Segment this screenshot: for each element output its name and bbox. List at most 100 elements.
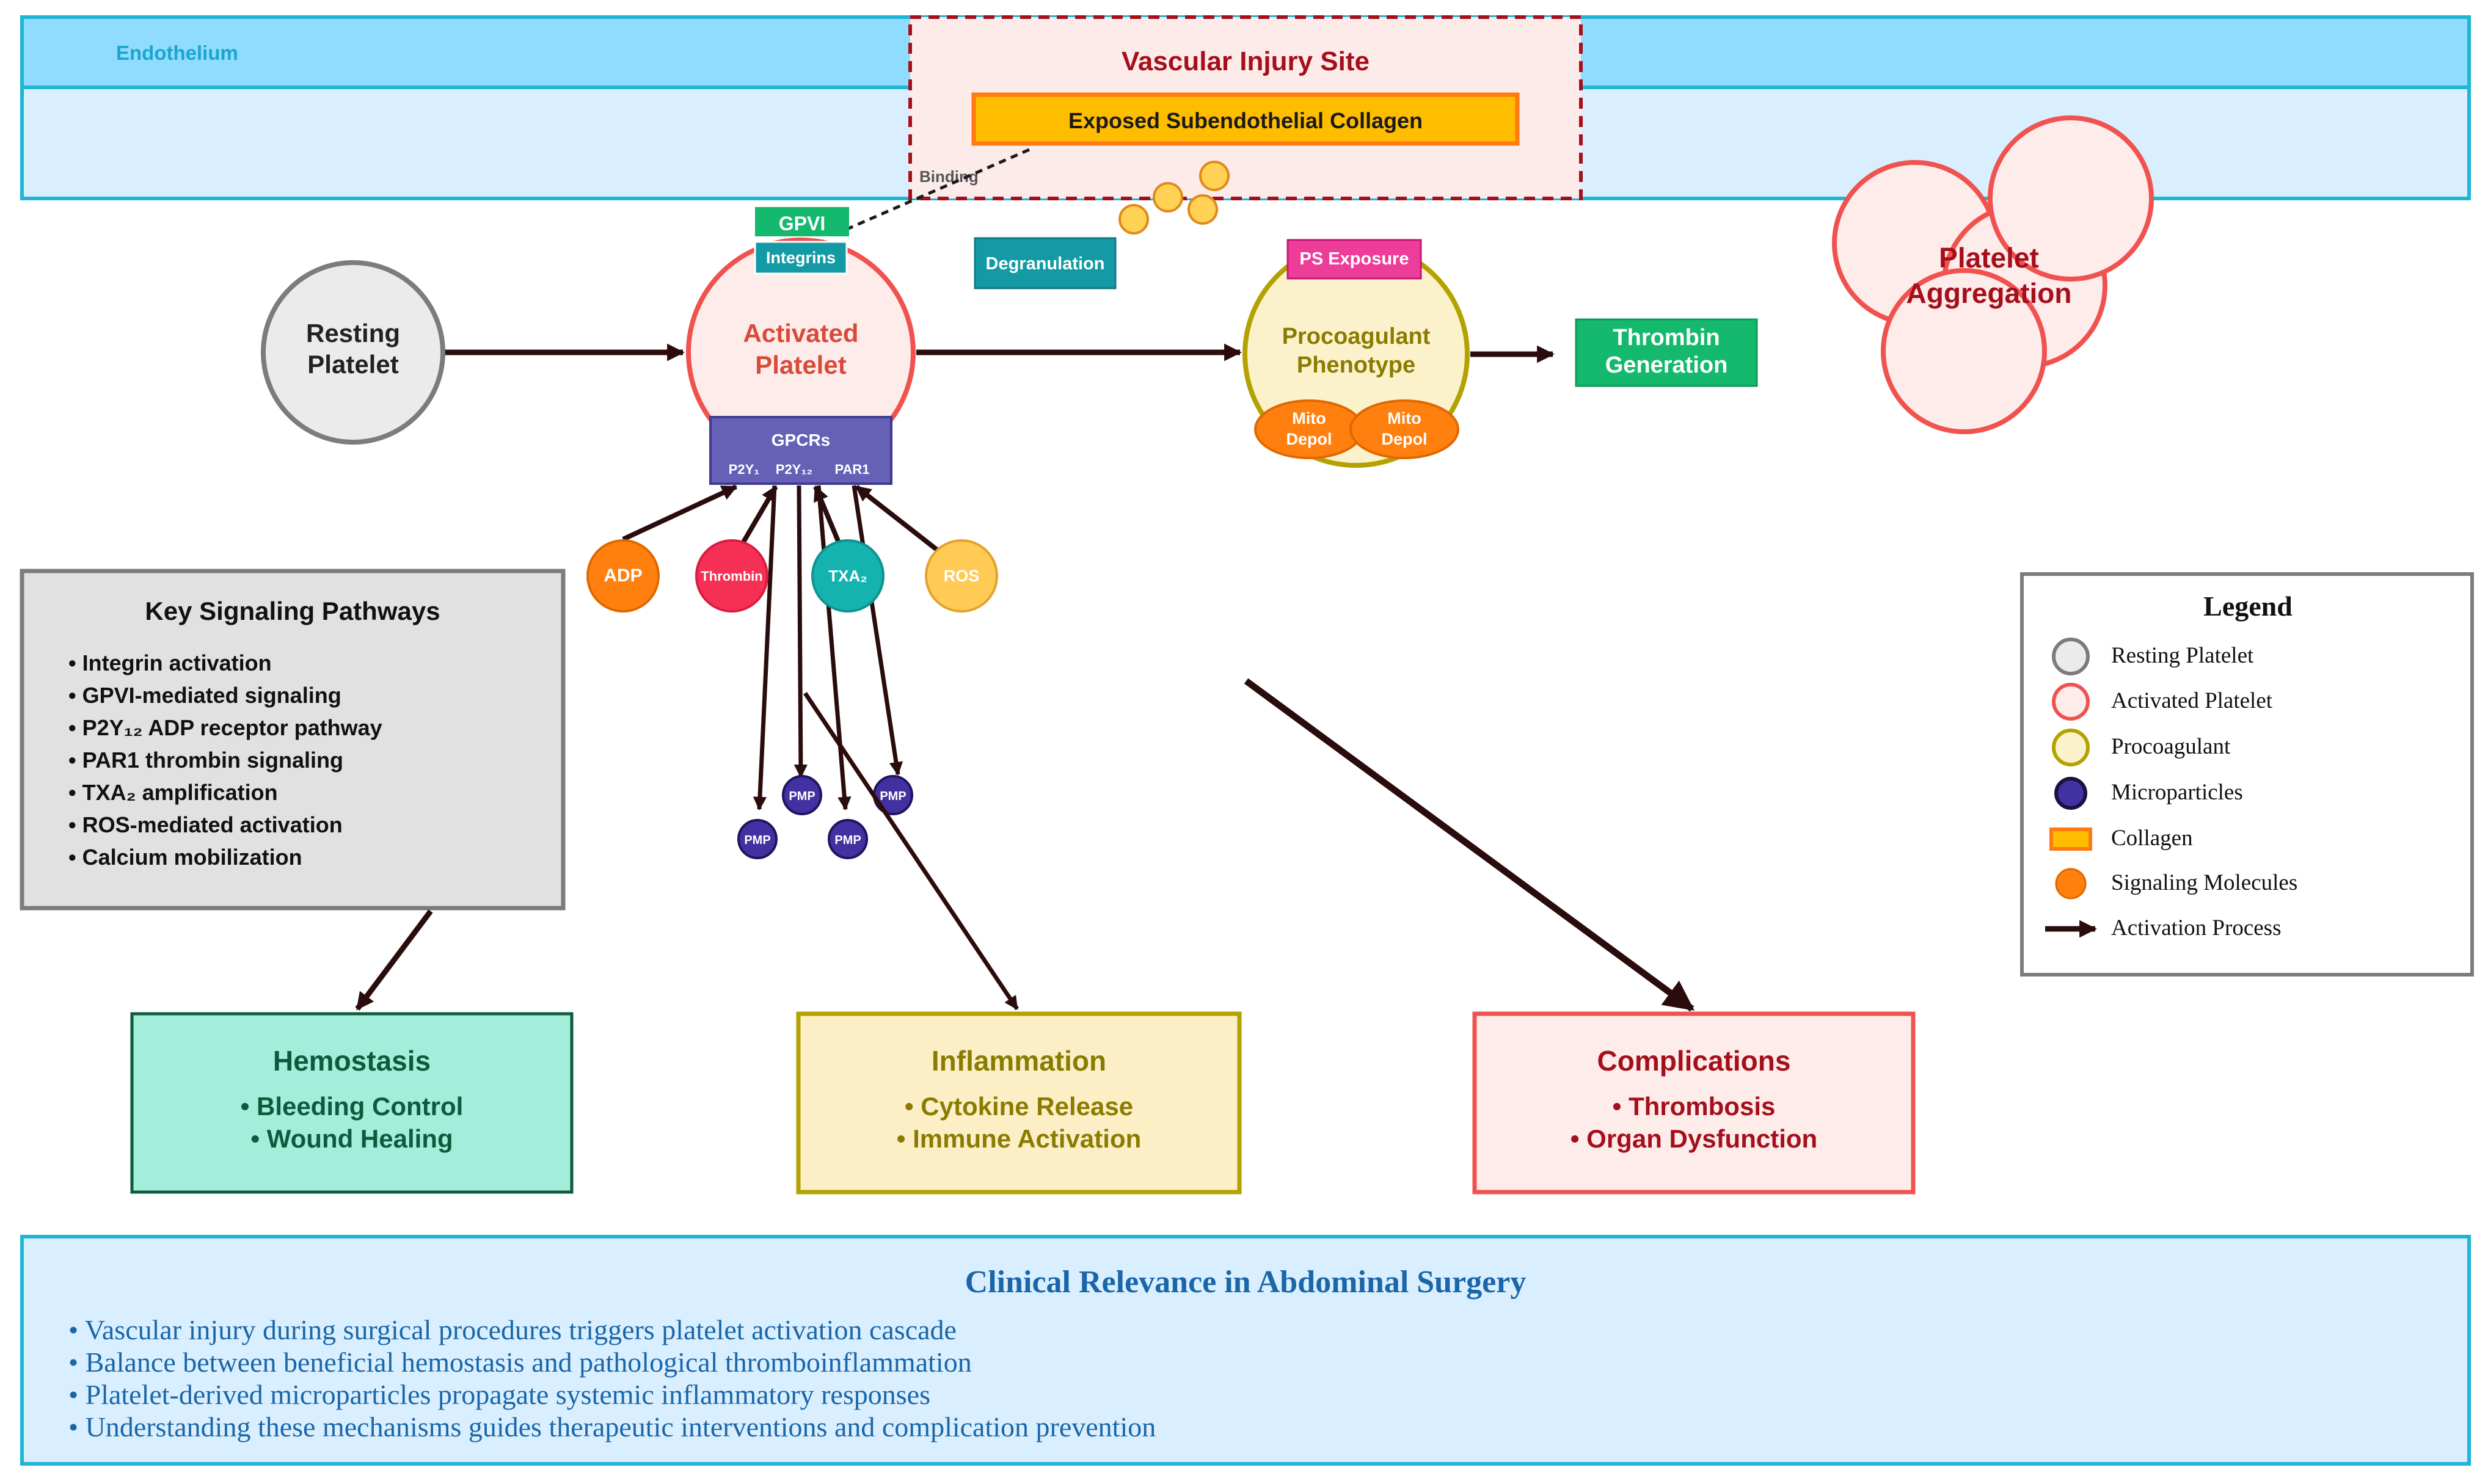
microparticle: PMP: [782, 775, 822, 815]
collagen-bar: [971, 92, 1520, 146]
pmp-label: PMP: [789, 790, 815, 803]
inflammation-title: Inflammation: [932, 1045, 1106, 1077]
hemostasis-item: • Wound Healing: [250, 1124, 453, 1153]
gpvi-receptor: GPVI: [755, 207, 849, 236]
mito-label-2: Depol: [1381, 430, 1427, 448]
thrombin-gen-label-1: Thrombin: [1613, 325, 1720, 351]
legend-item: Activation Process: [2111, 915, 2281, 940]
inflammation-box: Inflammation • Cytokine Release • Immune…: [796, 1011, 1242, 1195]
signal-ros-label: ROS: [944, 567, 980, 585]
legend-item: Activated Platelet: [2111, 688, 2273, 713]
legend-item: Collagen: [2111, 826, 2193, 851]
signal-arrows: [622, 484, 943, 564]
complications-item: • Thrombosis: [1613, 1092, 1776, 1121]
hemostasis-title: Hemostasis: [273, 1045, 431, 1077]
signal-thrombin-label: Thrombin: [701, 569, 762, 584]
thrombin-gen-label-2: Generation: [1605, 352, 1728, 378]
legend-item: Microparticles: [2111, 780, 2243, 805]
legend: Legend Resting Platelet Activated Platel…: [2020, 572, 2474, 977]
hemostasis-item: • Bleeding Control: [241, 1092, 464, 1121]
legend-item: Signaling Molecules: [2111, 870, 2297, 895]
gpcr-par1: PAR1: [834, 462, 869, 477]
mito-label-1: Mito: [1292, 409, 1326, 427]
signal-txa2: TXA₂: [811, 539, 885, 613]
granule: [1187, 194, 1218, 225]
pathways-title: Key Signaling Pathways: [145, 597, 440, 625]
degranulation-box: Degranulation: [974, 237, 1117, 289]
arrow-pmp-3: [816, 485, 852, 811]
signal-adp-label: ADP: [604, 566, 642, 586]
pathway-item: • TXA₂ amplification: [68, 780, 278, 805]
resting-label-2: Platelet: [307, 350, 398, 379]
arrow-pmp-1: [753, 485, 777, 811]
legend-item: Resting Platelet: [2111, 643, 2254, 668]
endothelium-label: Endothelium: [116, 42, 238, 64]
procoagulant-label-2: Phenotype: [1297, 352, 1415, 378]
binding-line: [842, 148, 1030, 233]
complications-box: Complications • Thrombosis • Organ Dysfu…: [1472, 1011, 1916, 1195]
arrow-ros: [855, 484, 943, 555]
microparticle: PMP: [828, 819, 868, 859]
arrow-pmp-4: [852, 485, 903, 776]
inflammation-item: • Immune Activation: [897, 1124, 1142, 1153]
pathway-item: • P2Y₁₂ ADP receptor pathway: [68, 715, 382, 740]
complications-item: • Organ Dysfunction: [1571, 1124, 1817, 1153]
mito-depol-left: Mito Depol: [1254, 399, 1364, 459]
ps-exposure-label: PS Exposure: [1300, 249, 1409, 269]
activated-label-2: Platelet: [755, 351, 846, 379]
collagen-label: Exposed Subendothelial Collagen: [1068, 108, 1423, 133]
legend-procoagulant-icon: [2052, 729, 2090, 766]
thrombin-generation-box: Thrombin Generation: [1575, 318, 1758, 387]
degranulation-label: Degranulation: [986, 254, 1105, 274]
pmp-label: PMP: [744, 834, 770, 847]
arrow-to-hemostasis: [355, 909, 433, 1011]
pathways-panel: Key Signaling Pathways • Integrin activa…: [20, 569, 566, 911]
legend-item: Procoagulant: [2111, 734, 2231, 759]
resting-platelet: Resting Platelet: [261, 260, 445, 445]
granules: [1118, 161, 1230, 235]
activated-platelet: Activated Platelet: [686, 238, 916, 467]
pathway-item: • PAR1 thrombin signaling: [68, 747, 343, 773]
hemostasis-box: Hemostasis • Bleeding Control • Wound He…: [130, 1012, 574, 1194]
aggregation-label-1: Platelet: [1939, 242, 2039, 274]
arrow-pmp-2: [793, 485, 808, 779]
signal-ros: ROS: [925, 539, 998, 613]
microparticle: PMP: [737, 819, 778, 859]
clinical-item: • Platelet-derived microparticles propag…: [68, 1379, 930, 1410]
clinical-item: • Vascular injury during surgical proced…: [68, 1314, 957, 1345]
platelet-aggregation: Platelet Aggregation: [1832, 115, 2154, 434]
gpvi-label: GPVI: [779, 213, 825, 235]
signal-txa2-label: TXA₂: [828, 567, 867, 585]
injury-site: Vascular Injury Site Exposed Subendothel…: [908, 15, 1583, 200]
pmp-label: PMP: [834, 834, 861, 847]
procoagulant-label-1: Procoagulant: [1282, 324, 1431, 349]
mito-label-1: Mito: [1387, 409, 1421, 427]
microparticle: PMP: [873, 775, 913, 815]
resting-label-1: Resting: [306, 319, 400, 347]
granule: [1118, 204, 1149, 235]
granule: [1199, 161, 1230, 191]
aggregation-label-2: Aggregation: [1906, 277, 2072, 309]
activated-label-1: Activated: [743, 319, 858, 347]
pathway-item: • Calcium mobilization: [68, 845, 302, 870]
mito-label-2: Depol: [1286, 430, 1332, 448]
clinical-title: Clinical Relevance in Abdominal Surgery: [965, 1265, 1527, 1300]
signal-thrombin: Thrombin: [695, 539, 768, 613]
clinical-item: • Understanding these mechanisms guides …: [68, 1411, 1156, 1442]
inflammation-item: • Cytokine Release: [905, 1092, 1133, 1121]
gpcr-p2y1: P2Y₁: [729, 462, 760, 477]
ps-exposure-box: PS Exposure: [1286, 239, 1422, 280]
legend-title: Legend: [2203, 591, 2293, 622]
clinical-relevance-panel: Clinical Relevance in Abdominal Surgery …: [20, 1235, 2471, 1466]
pathway-item: • GPVI-mediated signaling: [68, 683, 341, 708]
arrow-to-inflammation: [803, 692, 1019, 1010]
gpcrs-title: GPCRs: [772, 431, 830, 449]
granule: [1153, 182, 1183, 213]
gpcr-p2y12: P2Y₁₂: [776, 462, 812, 477]
complications-title: Complications: [1597, 1045, 1791, 1077]
integrins-receptor: Integrins: [754, 241, 848, 275]
gpcrs-box: GPCRs P2Y₁ P2Y₁₂ PAR1: [709, 416, 892, 485]
pathway-item: • ROS-mediated activation: [68, 812, 343, 837]
pathway-item: • Integrin activation: [68, 650, 272, 675]
